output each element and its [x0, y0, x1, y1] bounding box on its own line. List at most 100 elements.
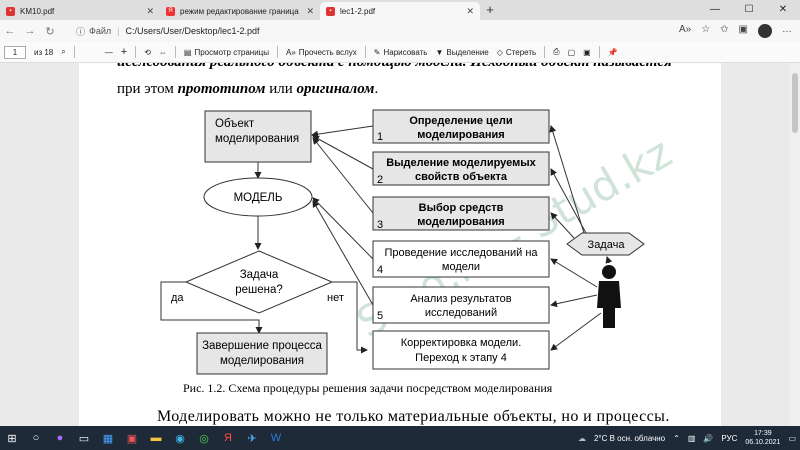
edge-icon[interactable]: ◉	[175, 432, 185, 445]
windows-start-icon[interactable]: ⊞	[7, 432, 17, 445]
text-line-2: при этом прототипом или оригиналом.	[117, 81, 378, 98]
window-close-button[interactable]: ✕	[778, 4, 788, 15]
refresh-button[interactable]: ↻	[45, 25, 55, 38]
step-number: 5	[377, 310, 383, 322]
alice-icon[interactable]: ●	[56, 432, 64, 444]
divider	[598, 46, 600, 58]
draw-button[interactable]: ✎Нарисовать	[374, 48, 428, 57]
finish-line1: Завершение процесса	[202, 340, 322, 352]
save-icon[interactable]: ▢	[567, 47, 576, 57]
decision-line1: Задача	[240, 269, 279, 281]
tab-lec1-2[interactable]: ▪ lec1-2.pdf ✕	[320, 2, 480, 20]
view-page-button[interactable]: ▤Просмотр страницы	[184, 48, 269, 57]
favorites-icon[interactable]: ✩	[720, 24, 729, 35]
fit-icon[interactable]: ⇔	[158, 47, 167, 57]
language-indicator[interactable]: РУС	[721, 433, 738, 443]
step-line1: Анализ результатов	[410, 293, 511, 305]
new-tab-button[interactable]: +	[486, 2, 494, 17]
explorer-icon[interactable]: ▬	[150, 432, 162, 444]
maximize-button[interactable]: ☐	[744, 4, 754, 15]
arrow	[550, 212, 575, 239]
task-view-icon[interactable]: ▭	[78, 432, 90, 445]
eraser-icon: ◇	[496, 47, 503, 57]
address-actions: A» ☆ ✩ ▣ …	[679, 24, 792, 38]
arrow	[311, 125, 374, 138]
chevron-up-icon[interactable]: ⌃	[673, 433, 680, 443]
save-as-icon[interactable]: ▣	[583, 47, 591, 57]
print-icon[interactable]: ⎙	[553, 47, 560, 56]
yes-arrow	[160, 281, 263, 334]
document-viewport[interactable]: исследования реального объекта с помощью…	[0, 63, 800, 426]
tab-yandex[interactable]: Я режим редактирование граница ✕	[160, 2, 320, 20]
weather-text[interactable]: 2°C В осн. облачно	[593, 433, 666, 443]
collections-icon[interactable]: ▣	[738, 24, 748, 35]
avatar[interactable]	[758, 24, 772, 38]
search-icon[interactable]: ⌕	[61, 47, 66, 56]
forward-button[interactable]: →	[24, 25, 36, 37]
volume-icon[interactable]: 🔊	[703, 433, 714, 443]
step-line2: исследований	[425, 307, 497, 319]
back-button[interactable]: ←	[4, 25, 16, 37]
pin-icon[interactable]: 📌	[607, 47, 618, 57]
step-line2: моделирования	[417, 129, 504, 141]
no-arrow	[332, 281, 368, 354]
view-page-label: Просмотр страницы	[194, 47, 269, 57]
step-line1: Определение цели	[409, 115, 512, 127]
close-icon[interactable]: ✕	[146, 5, 154, 16]
search-icon[interactable]: ○	[32, 432, 40, 444]
tab-km10[interactable]: ▪ KM10.pdf ✕	[0, 2, 160, 20]
arrow	[550, 294, 598, 308]
notifications-icon[interactable]: ▭	[788, 433, 796, 443]
weather-icon: ☁	[577, 433, 586, 443]
step-line1: Проведение исследований на	[384, 247, 538, 259]
store-icon[interactable]: ▦	[102, 432, 114, 445]
no-label: нет	[327, 292, 344, 304]
info-icon[interactable]: ⓘ	[76, 26, 86, 37]
step-line2: Переход к этапу 4	[415, 352, 507, 364]
network-icon[interactable]: ▥	[687, 433, 696, 443]
rotate-icon[interactable]: ⟲	[144, 47, 151, 57]
minimize-button[interactable]: —	[710, 4, 720, 15]
scrollbar[interactable]	[790, 63, 800, 426]
tab-bar: ▪ KM10.pdf ✕ Я режим редактирование гран…	[0, 0, 800, 20]
divider	[73, 46, 75, 58]
arrow	[312, 137, 374, 214]
highlighter-icon: ▼	[435, 47, 444, 57]
scrollbar-thumb[interactable]	[792, 73, 798, 133]
address-input[interactable]: C:/Users/User/Desktop/lec1-2.pdf	[125, 26, 260, 36]
step-3: 3 Выбор средств моделирования	[372, 196, 550, 231]
object-box	[204, 110, 312, 163]
object-box-line1: Объект	[215, 118, 255, 130]
step-5: 5 Анализ результатов исследований	[372, 286, 550, 324]
step-number: 4	[377, 264, 383, 276]
step-4: 4 Проведение исследований на модели	[372, 240, 550, 278]
close-icon[interactable]: ✕	[306, 5, 314, 16]
word-icon[interactable]: W	[270, 432, 282, 444]
close-icon[interactable]: ✕	[466, 5, 474, 16]
address-divider: |	[117, 26, 120, 36]
read-aloud-icon[interactable]: A»	[678, 24, 692, 35]
telegram-icon[interactable]: ✈	[247, 432, 257, 445]
office-icon[interactable]: ▣	[126, 432, 138, 445]
highlight-button[interactable]: ▼Выделение	[435, 48, 488, 57]
step-number: 1	[377, 131, 383, 143]
system-tray: ☁ 2°C В осн. облачно ⌃ ▥ 🔊 РУС 17:39 06.…	[578, 426, 796, 450]
star-icon[interactable]: ☆	[701, 24, 711, 35]
zoom-out-button[interactable]: —	[104, 47, 113, 57]
read-aloud-button[interactable]: A»Прочесть вслух	[286, 48, 357, 57]
page-number-input[interactable]: 1	[4, 45, 26, 59]
yandex-browser-icon[interactable]: Я	[224, 432, 232, 444]
chrome-icon[interactable]: ◎	[199, 432, 209, 445]
erase-label: Стереть	[505, 47, 537, 57]
yandex-icon: Я	[166, 6, 175, 16]
erase-button[interactable]: ◇Стереть	[497, 48, 536, 57]
step-2: 2 Выделение моделируемых свойств объекта	[372, 151, 550, 186]
more-icon[interactable]: …	[782, 24, 792, 35]
clock[interactable]: 17:39 06.10.2021	[745, 429, 780, 447]
term-prototype: прототипом	[177, 81, 266, 97]
arrow	[550, 168, 587, 234]
figure-caption: Рис. 1.2. Схема процедуры решения задачи…	[183, 381, 553, 395]
task-hexagon-label: Задача	[588, 239, 626, 251]
zoom-in-button[interactable]: +	[120, 46, 128, 58]
arrow	[312, 135, 374, 170]
